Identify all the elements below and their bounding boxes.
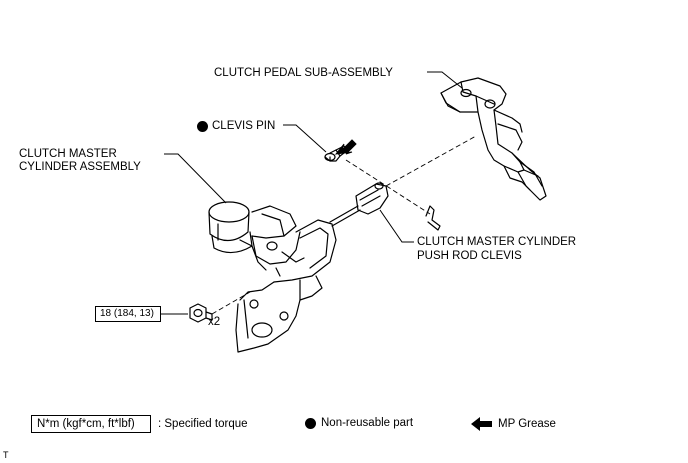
leader-clutch-pedal bbox=[427, 71, 463, 89]
nut-drawing bbox=[189, 303, 213, 323]
clutch-pedal-drawing bbox=[440, 77, 547, 201]
filled-circle-icon bbox=[305, 418, 316, 429]
legend-nonreusable-text: Non-reusable part bbox=[321, 417, 414, 429]
dash-line-pedal bbox=[385, 135, 477, 187]
legend-torque-text: : Specified torque bbox=[158, 418, 248, 430]
quantity-label: x2 bbox=[208, 316, 221, 328]
push-rod-label-line2: PUSH ROD CLEVIS bbox=[417, 250, 522, 262]
master-cylinder-label-line2: CYLINDER ASSEMBLY bbox=[19, 161, 141, 173]
dash-line-pin bbox=[345, 159, 431, 215]
push-rod-label-line1: CLUTCH MASTER CYLINDER bbox=[417, 236, 577, 248]
torque-value-box: 18 (184, 13) bbox=[95, 306, 161, 322]
clevis-pin-label: CLEVIS PIN bbox=[212, 120, 276, 132]
nonreusable-dot-icon bbox=[197, 121, 208, 132]
legend-grease-text: MP Grease bbox=[498, 418, 556, 430]
master-cylinder-drawing bbox=[208, 201, 337, 353]
dash-line-nut bbox=[211, 291, 251, 315]
clutch-pedal-label: CLUTCH PEDAL SUB-ASSEMBLY bbox=[214, 67, 393, 79]
leader-push-rod bbox=[379, 209, 414, 243]
leader-clevis-pin bbox=[283, 124, 327, 153]
master-cylinder-label-line1: CLUTCH MASTER bbox=[19, 148, 117, 160]
footer-mark: T bbox=[3, 450, 9, 460]
left-arrow-icon bbox=[471, 417, 492, 431]
leader-master-cylinder bbox=[164, 153, 227, 204]
clip-drawing bbox=[425, 205, 441, 231]
grease-arrow-diagram bbox=[334, 139, 357, 155]
legend-torque-box: N*m (kgf*cm, ft*lbf) bbox=[31, 415, 151, 433]
push-rod-clevis-drawing bbox=[329, 182, 389, 227]
